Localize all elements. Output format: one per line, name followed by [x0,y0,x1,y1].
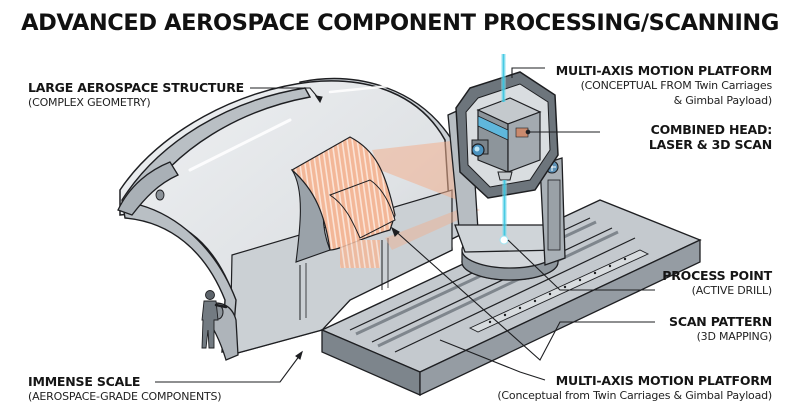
leader-process-point [507,239,655,291]
label-scan-pattern: SCAN PATTERN (3D MAPPING) [669,314,772,344]
label-immense-scale-title: IMMENSE SCALE [28,374,141,389]
leader-scan-pattern [391,227,655,361]
label-process-point-subtitle: (ACTIVE DRILL) [691,284,773,297]
human-scale-figure [201,290,228,349]
head-cyan-band [477,115,509,141]
head-box-side [507,111,541,173]
label-motion-platform-top-title: MULTI-AXIS MOTION PLATFORM [555,63,772,78]
label-large-structure-title: LARGE AEROSPACE STRUCTURE [28,80,244,95]
process-point-spark [499,235,509,245]
label-combined-head-line1: COMBINED HEAD: [650,122,773,137]
label-immense-scale: IMMENSE SCALE (AEROSPACE-GRADE COMPONENT… [28,374,222,404]
shell-top-cap [117,161,179,216]
diagram-title: ADVANCED AEROSPACE COMPONENT PROCESSING/… [21,10,779,36]
label-process-point: PROCESS POINT (ACTIVE DRILL) [662,268,772,298]
bed-side [419,238,701,397]
leader-motion-platform-top [511,67,545,78]
label-large-structure: LARGE AEROSPACE STRUCTURE (COMPLEX GEOME… [28,80,244,110]
combined-head-assembly [455,71,559,199]
laser-beam-bottom [502,180,507,238]
laser-beam-top [501,54,506,102]
rotary-table [461,231,559,281]
label-motion-platform-top-sub1: (CONCEPTUAL FROM Twin Carriages [580,79,773,92]
label-process-point-title: PROCESS POINT [662,268,772,283]
machine-bed [320,199,702,397]
label-motion-platform-bottom-title: MULTI-AXIS MOTION PLATFORM [555,373,772,388]
label-scan-pattern-title: SCAN PATTERN [669,314,772,329]
bed-scale-strip [468,249,650,333]
label-motion-platform-top: MULTI-AXIS MOTION PLATFORM (CONCEPTUAL F… [556,63,772,108]
leader-motion-platform-bottom [439,339,546,381]
label-motion-platform-bottom-subtitle: (Conceptual from Twin Carriages & Gimbal… [497,389,772,402]
label-combined-head-line2: LASER & 3D SCAN [648,137,772,152]
leader-immense-scale [155,354,301,383]
label-immense-scale-subtitle: (AEROSPACE-GRADE COMPONENTS) [28,390,222,403]
label-combined-head: COMBINED HEAD: LASER & 3D SCAN [649,122,772,152]
label-scan-pattern-subtitle: (3D MAPPING) [696,330,773,343]
label-large-structure-subtitle: (COMPLEX GEOMETRY) [28,96,151,109]
label-motion-platform-top-sub2: & Gimbal Payload) [673,94,773,107]
label-motion-platform-bottom: MULTI-AXIS MOTION PLATFORM (Conceptual f… [497,373,772,403]
scan-pattern-patch [290,136,396,268]
leader-lines [155,67,655,383]
